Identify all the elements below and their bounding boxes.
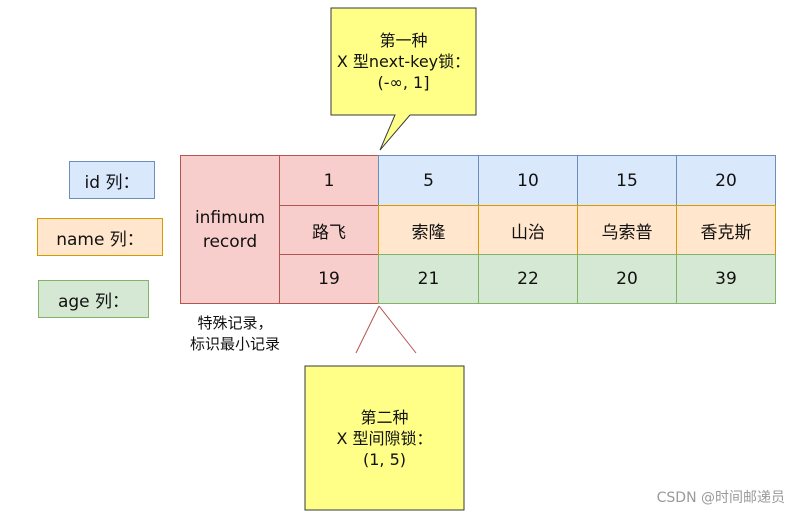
infimum-note-line2: 标识最小记录 bbox=[189, 335, 280, 353]
id-column-label: id 列： bbox=[69, 161, 155, 199]
age-cell-3: 22 bbox=[478, 254, 578, 304]
age-cell-4: 20 bbox=[577, 254, 677, 304]
age-cell-2: 21 bbox=[378, 254, 479, 304]
age-cell-1: 19 bbox=[279, 254, 379, 304]
infimum-note: 特殊记录， 标识最小记录 bbox=[160, 313, 310, 355]
name-cell-4: 乌索普 bbox=[577, 205, 677, 255]
age-cell-5: 39 bbox=[676, 254, 776, 304]
name-cell-5: 香克斯 bbox=[676, 205, 776, 255]
callout-top-text: 第一种 X 型next-key锁： (-∞, 1] bbox=[331, 8, 476, 115]
id-cell-4: 15 bbox=[577, 155, 677, 206]
id-cell-2: 5 bbox=[378, 155, 479, 206]
callout-bottom-pointer-right bbox=[378, 305, 417, 354]
infimum-note-line1: 特殊记录， bbox=[197, 314, 273, 332]
id-cell-1: 1 bbox=[279, 155, 379, 206]
infimum-record-cell: infimum record bbox=[180, 155, 280, 304]
id-cell-5: 20 bbox=[676, 155, 776, 206]
watermark-text: CSDN @时间邮递员 bbox=[656, 490, 785, 506]
callout-bottom-pointer-left bbox=[355, 305, 380, 354]
callout-top-line3: (-∞, 1] bbox=[377, 73, 430, 92]
infimum-line1: infimum bbox=[194, 207, 266, 228]
callout-bottom-shape bbox=[304, 365, 465, 511]
callout-bottom-line2: X 型间隙锁： bbox=[336, 428, 433, 448]
name-cell-3: 山治 bbox=[478, 205, 578, 255]
name-cell-1: 路飞 bbox=[279, 205, 379, 255]
callout-bottom-line3: (1, 5) bbox=[362, 449, 406, 469]
callout-top-line2: X 型next-key锁： bbox=[336, 52, 471, 71]
callout-bottom-text: 第二种 X 型间隙锁： (1, 5) bbox=[305, 366, 464, 510]
name-cell-2: 索隆 bbox=[378, 205, 479, 255]
callout-bottom-line1: 第二种 bbox=[360, 407, 409, 427]
id-cell-3: 10 bbox=[478, 155, 578, 206]
callout-top-line1: 第一种 bbox=[379, 31, 428, 50]
infimum-line2: record bbox=[202, 231, 258, 252]
age-column-label: age 列： bbox=[38, 280, 149, 318]
callout-top-shape bbox=[330, 7, 477, 151]
name-column-label: name 列： bbox=[37, 218, 163, 256]
